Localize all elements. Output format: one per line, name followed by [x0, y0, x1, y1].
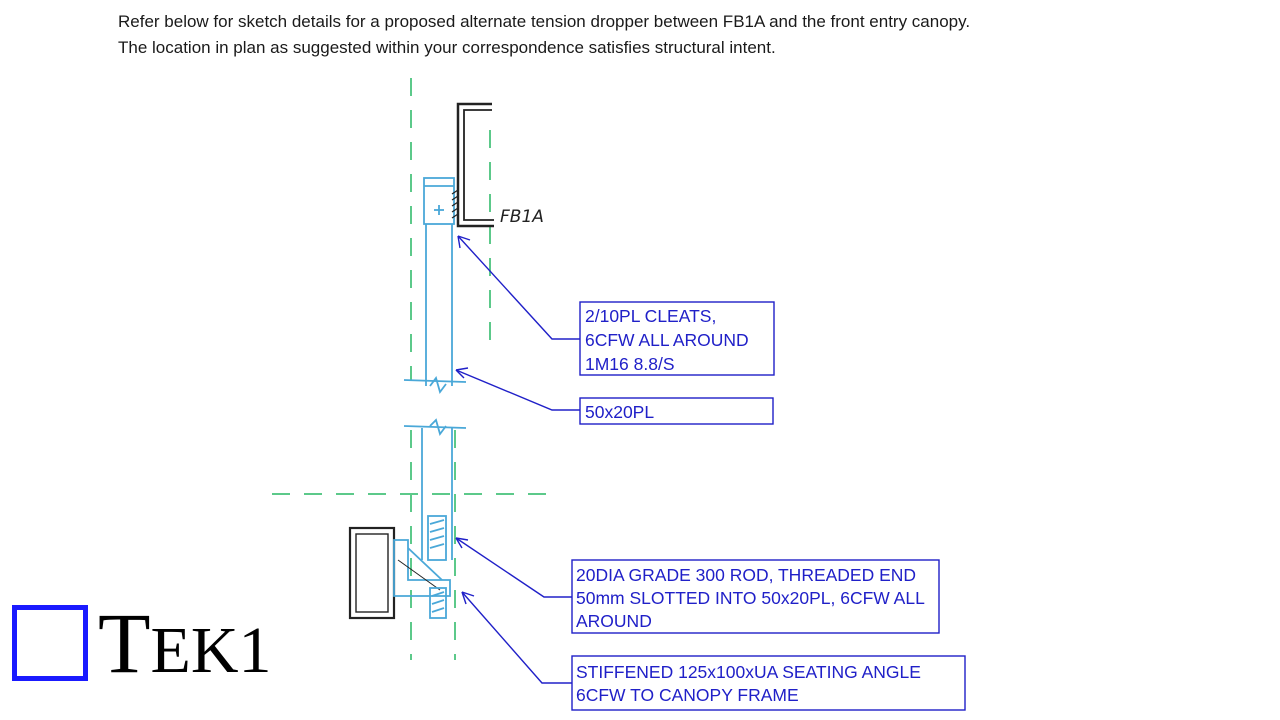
intro-line-1: Refer below for sketch details for a pro… [118, 12, 971, 31]
leader-cleats [457, 235, 580, 340]
intro-line-2: The location in plan as suggested within… [118, 38, 776, 57]
logo-wordmark: TEK1 [98, 600, 272, 686]
tek1-logo: TEK1 [12, 598, 272, 688]
callout-rod-line-2: 50mm SLOTTED INTO 50x20PL, 6CFW ALL [576, 588, 925, 608]
callout-plate-line-1: 50x20PL [585, 402, 654, 422]
callout-rod-line-3: AROUND [576, 611, 652, 631]
fb1a-label: FB1A [500, 207, 544, 227]
callout-cleats-line-3: 1M16 8.8/S [585, 354, 675, 374]
logo-initial: T [98, 595, 151, 691]
callout-angle-line-1: STIFFENED 125x100xUA SEATING ANGLE [576, 662, 921, 682]
weld-hatch-upper [451, 189, 459, 219]
logo-rest: EK1 [150, 614, 272, 687]
intro-text: Refer below for sketch details for a pro… [118, 9, 1218, 61]
callout-cleats-line-1: 2/10PL CLEATS, [585, 306, 716, 326]
callout-angle: STIFFENED 125x100xUA SEATING ANGLE 6CFW … [571, 655, 966, 711]
callout-cleats: 2/10PL CLEATS, 6CFW ALL AROUND 1M16 8.8/… [579, 301, 775, 376]
leader-lines [455, 235, 580, 684]
leader-angle [461, 591, 574, 684]
logo-square-icon [12, 605, 88, 681]
callout-cleats-line-2: 6CFW ALL AROUND [585, 330, 749, 350]
lower-plate [403, 418, 467, 561]
callout-rod: 20DIA GRADE 300 ROD, THREADED END 50mm S… [571, 559, 940, 634]
leader-plate [455, 369, 580, 411]
centerlines [272, 78, 560, 660]
seating-angle [348, 526, 451, 620]
leader-rod [455, 537, 574, 598]
callout-plate: 50x20PL [579, 397, 774, 425]
callout-rod-line-1: 20DIA GRADE 300 ROD, THREADED END [576, 565, 916, 585]
callout-angle-line-2: 6CFW TO CANOPY FRAME [576, 685, 799, 705]
fb1a-channel [456, 102, 494, 228]
upper-plate [403, 177, 467, 394]
